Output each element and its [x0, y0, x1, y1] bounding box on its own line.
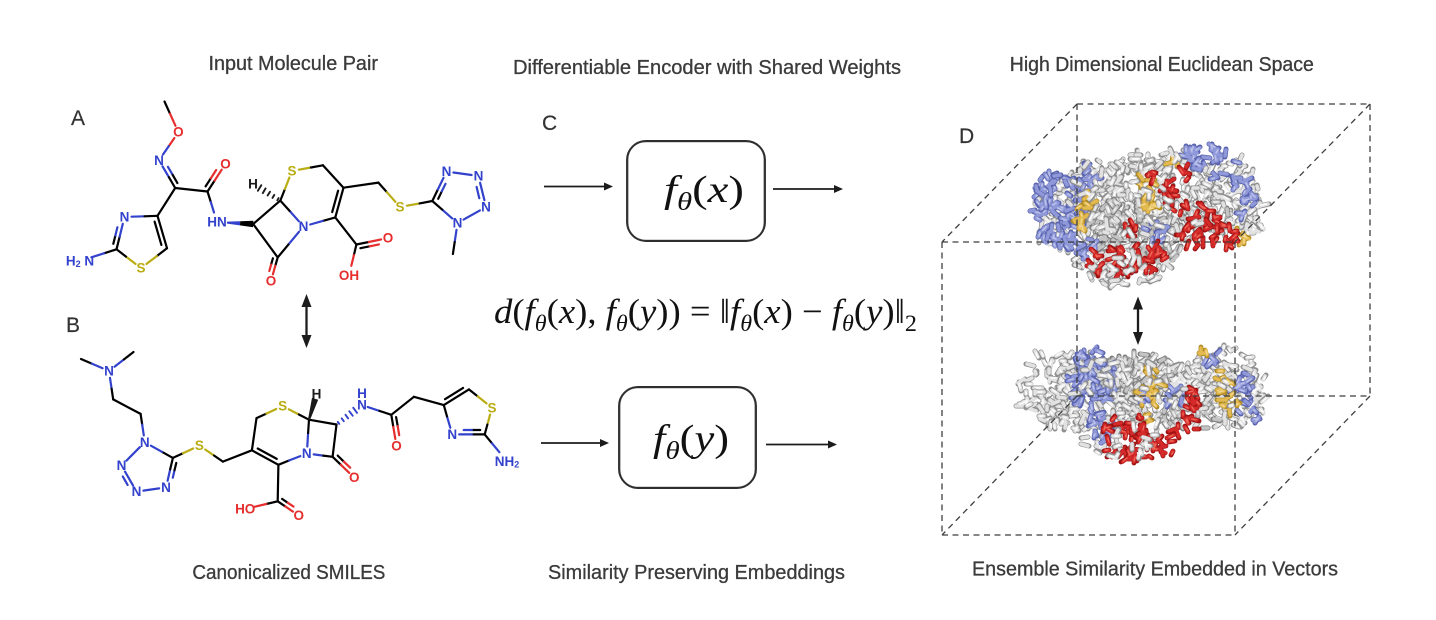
svg-text:N: N: [120, 210, 130, 225]
svg-text:N: N: [132, 484, 142, 499]
svg-text:D: D: [959, 125, 974, 148]
svg-text:Ensemble Similarity Embedded i: Ensemble Similarity Embedded in Vectors: [972, 559, 1338, 581]
svg-text:N: N: [453, 216, 463, 231]
svg-text:O: O: [293, 508, 304, 523]
svg-text:S: S: [395, 200, 404, 215]
svg-text:H: H: [357, 386, 367, 401]
svg-text:N: N: [117, 458, 127, 473]
svg-text:B: B: [66, 314, 80, 337]
svg-text:N: N: [302, 446, 312, 461]
svg-text:Differentiable Encoder with Sh: Differentiable Encoder with Shared Weigh…: [513, 57, 901, 79]
svg-text:OH: OH: [339, 268, 359, 283]
svg-text:N: N: [447, 427, 457, 442]
svg-text:Similarity Preserving Embeddin: Similarity Preserving Embeddings: [548, 562, 845, 584]
svg-text:S: S: [287, 164, 296, 179]
svg-text:S: S: [195, 438, 204, 453]
svg-text:fθ(y): fθ(y): [653, 418, 729, 465]
svg-text:S: S: [487, 400, 496, 415]
svg-text:N: N: [357, 398, 367, 413]
svg-text:d(fθ(x), fθ(y)) = ‖fθ(x) − fθ(: d(fθ(x), fθ(y)) = ‖fθ(x) − fθ(y)‖2: [494, 292, 917, 336]
svg-text:N: N: [140, 435, 150, 450]
svg-text:O: O: [220, 156, 231, 171]
svg-text:Input Molecule Pair: Input Molecule Pair: [208, 53, 378, 75]
svg-text:N: N: [474, 169, 484, 184]
svg-text:N: N: [299, 219, 309, 234]
svg-text:N: N: [154, 153, 164, 168]
svg-text:O: O: [349, 470, 360, 485]
svg-text:S: S: [278, 399, 287, 414]
svg-text:S: S: [136, 261, 145, 276]
svg-text:A: A: [71, 107, 85, 130]
svg-text:Canonicalized SMILES: Canonicalized SMILES: [192, 562, 385, 584]
svg-text:O: O: [383, 231, 394, 246]
svg-text:H2 N: H2 N: [66, 254, 94, 270]
svg-text:O: O: [391, 438, 402, 453]
svg-text:N: N: [442, 164, 452, 179]
svg-text:NH2: NH2: [495, 454, 520, 470]
svg-text:H: H: [312, 387, 322, 402]
svg-text:H: H: [248, 177, 258, 192]
svg-text:O: O: [173, 125, 184, 140]
svg-text:HO: HO: [235, 502, 255, 517]
svg-text:O: O: [266, 274, 277, 289]
svg-text:N: N: [481, 200, 491, 215]
svg-text:fθ(x): fθ(x): [664, 169, 744, 216]
svg-text:High Dimensional Euclidean Spa: High Dimensional Euclidean Space: [1010, 54, 1314, 76]
svg-text:C: C: [542, 112, 557, 135]
svg-text:HN: HN: [207, 215, 227, 230]
svg-text:N: N: [104, 364, 114, 379]
svg-text:N: N: [161, 480, 171, 495]
